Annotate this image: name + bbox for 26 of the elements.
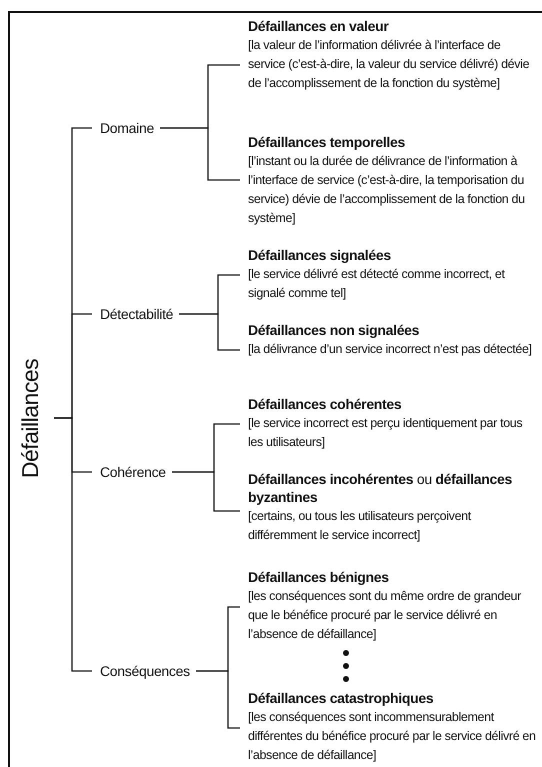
- failure-type-heading: Défaillances bénignes: [248, 568, 390, 586]
- failure-type-heading: Défaillances signalées: [248, 246, 392, 264]
- category-label: Cohérence: [100, 462, 166, 482]
- failure-description: [la délivrance d’un service incorrect n’est pas détectée]: [248, 341, 533, 358]
- failure-description: [certains, ou tous les utilisateurs perçoivent différemment le service incorrect]: [248, 508, 472, 544]
- failure-type-heading: Défaillances catastrophiques: [248, 689, 434, 707]
- category-label: Détectabilité: [100, 304, 174, 324]
- failure-description: [le service incorrect est perçu identiquement par tous les utilisateurs]: [248, 415, 524, 451]
- failure-type-heading: Défaillances non signalées: [248, 321, 420, 339]
- tree-connector: [172, 471, 240, 512]
- failure-type-heading: Défaillances incohérentes ou défaillances byzantines: [248, 470, 513, 506]
- failure-description: [l’instant ou la durée de délivrance de l’information à l’interface de service (c’est-à-dire, la temporisation du service) dévie de l’accomplissement de la fonction du système]: [248, 153, 526, 227]
- failure-description: [le service délivré est détecté comme incorrect, et signalé comme tel]: [248, 266, 506, 302]
- failure-type-heading: Défaillances temporelles: [248, 133, 406, 151]
- tree-connector: [160, 127, 240, 181]
- tree-connector: [196, 670, 240, 729]
- failure-description: [la valeur de l’information délivrée à l’interface de service (c’est-à-dire, la valeur du service délivré) dévie de l’accomplissement de la fonction du système]: [248, 37, 530, 92]
- failure-description: [les conséquences sont du même ordre de grandeur que le bénéfice procuré par le service délivré en l’absence de défaillance]: [248, 588, 522, 643]
- failure-type-heading: Défaillances cohérentes: [248, 395, 402, 413]
- failure-type-heading: Défaillances en valeur: [248, 17, 390, 35]
- category-label: Domaine: [100, 118, 154, 138]
- failure-description: [les conséquences sont incommensurablement différentes du bénéfice procuré par le service délivré en l’absence de défaillance]: [248, 709, 536, 764]
- tree-connector: [54, 417, 92, 672]
- category-label: Conséquences: [100, 661, 190, 681]
- vertical-title: Défaillances: [14, 320, 48, 516]
- tree-connector: [179, 313, 240, 351]
